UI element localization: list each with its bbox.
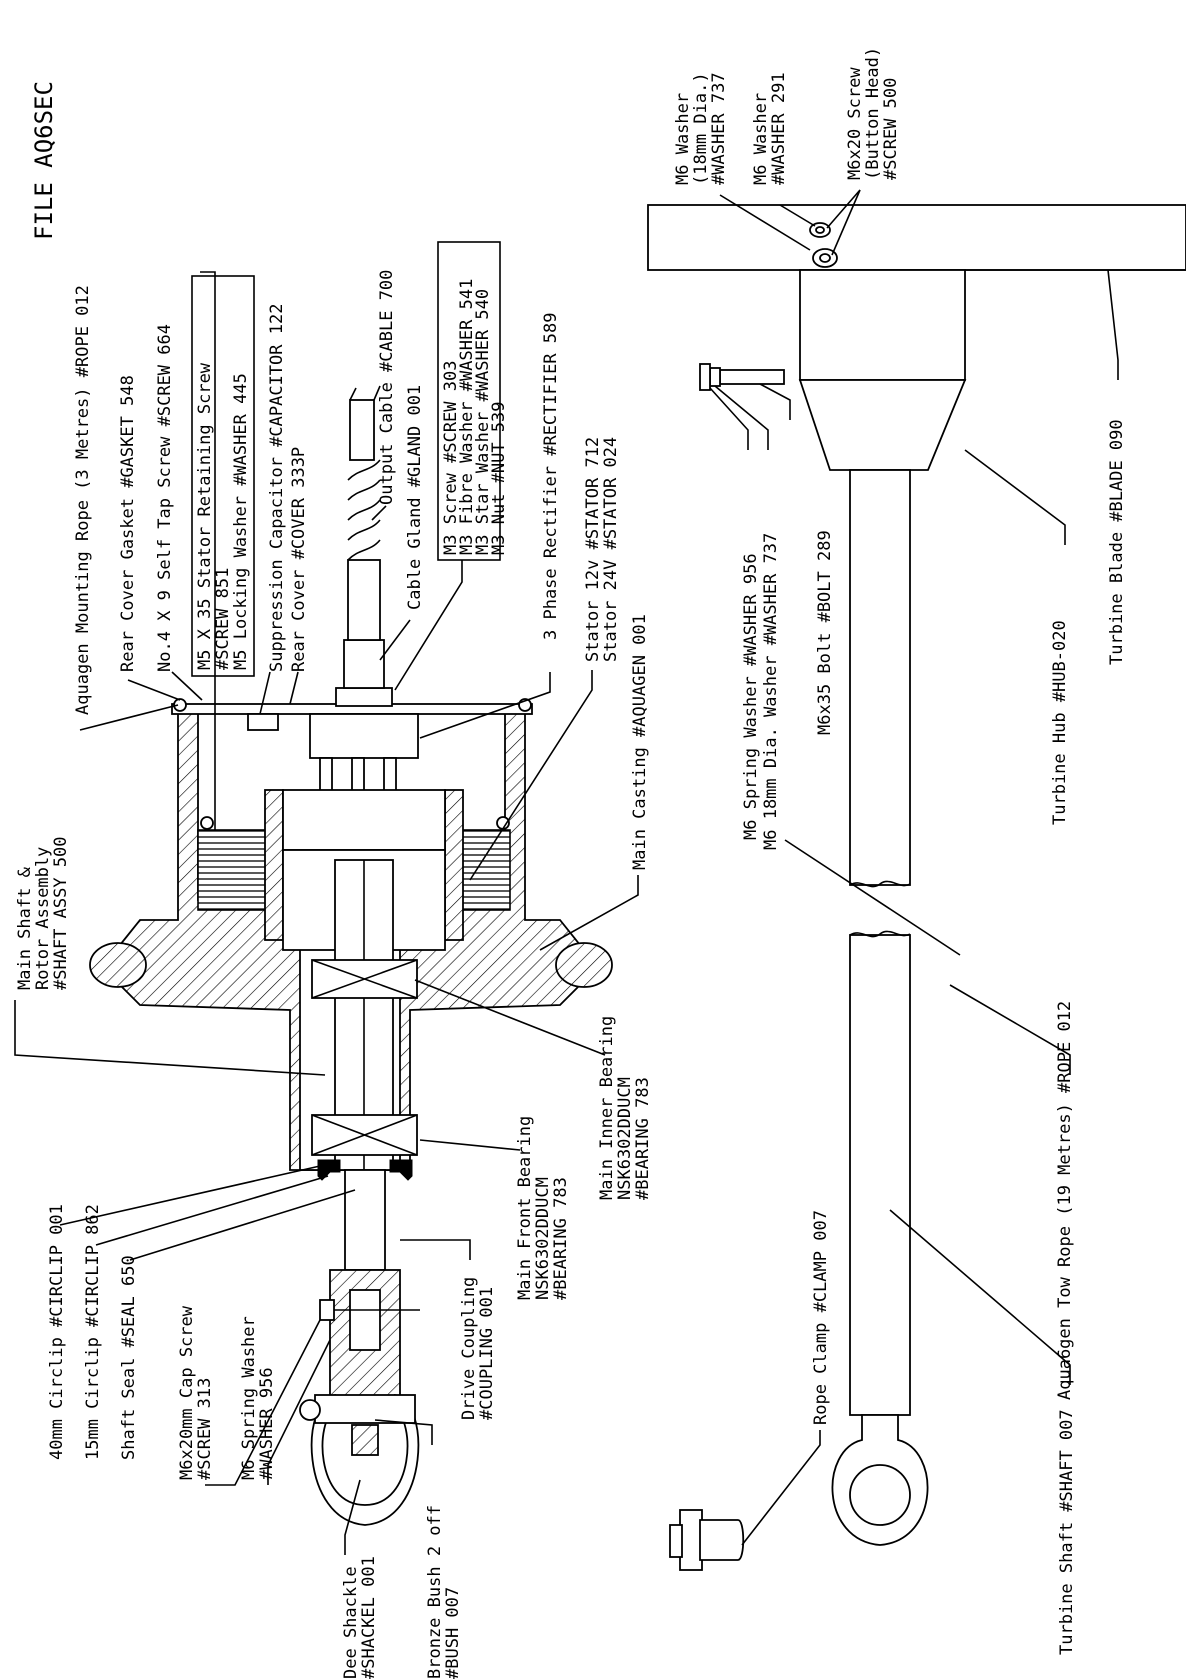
label-main-shaft-1: Main Shaft & bbox=[15, 866, 35, 990]
label-tow-rope: Aqua6gen Tow Rope (19 Metres) #ROPE 012 bbox=[1055, 1001, 1075, 1400]
label-cap-screw-2: #SCREW 313 bbox=[195, 1378, 215, 1480]
generator-cross-section bbox=[89, 385, 613, 1526]
label-drive-coupling-2: #COUPLING 001 bbox=[477, 1287, 497, 1420]
label-shaft-seal: Shaft Seal #SEAL 650 bbox=[119, 1255, 139, 1460]
label-washer-m6-2: #WASHER 291 bbox=[769, 72, 789, 185]
label-main-casting: Main Casting #AQUAGEN 001 bbox=[630, 614, 650, 870]
label-m3-1: M3 Screw #SCREW 303 bbox=[441, 361, 461, 555]
label-stator-2: Stator 24V #STATOR 024 bbox=[601, 437, 621, 662]
turbine-assembly bbox=[647, 204, 1186, 1571]
label-output-cable: Output Cable #CABLE 700 bbox=[377, 270, 397, 505]
label-capacitor-1: Suppression Capacitor #CAPACITOR 122 bbox=[267, 304, 287, 672]
label-spring-washer-right: M6 Spring Washer #WASHER 956 bbox=[741, 553, 761, 840]
leader-lines-left bbox=[14, 271, 639, 1555]
file-label: FILE AQ6SEC bbox=[30, 81, 58, 240]
label-rope-clamp: Rope Clamp #CLAMP 007 bbox=[811, 1210, 831, 1425]
label-stator-1: Stator 12v #STATOR 712 bbox=[583, 437, 603, 662]
label-circlip-40: 40mm Circlip #CIRCLIP 001 bbox=[47, 1204, 67, 1460]
label-m3-3: M3 Star Washer #WASHER 540 bbox=[473, 289, 493, 555]
label-rectifier: 3 Phase Rectifier #RECTIFIER 589 bbox=[541, 312, 561, 640]
label-mounting-rope: Aquagen Mounting Rope (3 Metres) #ROPE 0… bbox=[73, 285, 93, 715]
label-stator-screw-1: M5 X 35 Stator Retaining Screw bbox=[195, 362, 215, 670]
label-circlip-15: 15mm Circlip #CIRCLIP 862 bbox=[83, 1204, 103, 1460]
stator-screw-box bbox=[191, 275, 255, 677]
label-m3-4: M3 Nut #NUT 539 bbox=[489, 401, 509, 555]
label-stator-screw-3: M5 Locking Washer #WASHER 445 bbox=[231, 373, 251, 670]
label-front-bearing-3: #BEARING 783 bbox=[551, 1177, 571, 1300]
label-turbine-shaft: Turbine Shaft #SHAFT 007 bbox=[1057, 1409, 1077, 1655]
label-bolt: M6x35 Bolt #BOLT 289 bbox=[815, 530, 835, 735]
label-button-screw-2: (Button Head) bbox=[863, 47, 883, 180]
label-drive-coupling-1: Drive Coupling bbox=[459, 1277, 479, 1420]
label-bronze-bush-2: #BUSH 007 bbox=[443, 1587, 463, 1679]
label-button-screw-1: M6x20 Screw bbox=[845, 67, 865, 180]
label-front-bearing-1: Main Front Bearing bbox=[515, 1116, 535, 1300]
label-washer-18-right: M6 18mm Dia. Washer #WASHER 737 bbox=[761, 533, 781, 850]
label-cap-screw-1: M6x20mm Cap Screw bbox=[177, 1305, 197, 1480]
label-stator-screw-2: #SCREW 851 bbox=[213, 568, 233, 670]
m3-parts-box bbox=[437, 241, 501, 561]
label-inner-bearing-1: Main Inner Bearing bbox=[597, 1016, 617, 1200]
label-m3-2: M3 Fibre Washer #WASHER 541 bbox=[457, 279, 477, 555]
label-washer-m6-1: M6 Washer bbox=[751, 93, 771, 185]
part-labels: Main Shaft & Rotor Assembly #SHAFT ASSY … bbox=[15, 47, 1127, 1679]
label-gasket: Rear Cover Gasket #GASKET 548 bbox=[118, 375, 138, 672]
label-main-shaft-2: Rotor Assembly bbox=[33, 847, 53, 990]
label-turbine-blade: Turbine Blade #BLADE 090 bbox=[1107, 419, 1127, 665]
label-button-screw-3: #SCREW 500 bbox=[881, 78, 901, 180]
label-bronze-bush-1: Bronze Bush 2 off bbox=[425, 1505, 445, 1679]
label-turbine-hub: Turbine Hub #HUB-020 bbox=[1050, 620, 1070, 825]
label-capacitor-2: Rear Cover #COVER 333P bbox=[289, 447, 309, 672]
leader-lines-right bbox=[709, 189, 1119, 1546]
label-self-tap: No.4 X 9 Self Tap Screw #SCREW 664 bbox=[155, 324, 175, 672]
label-spring-washer-left-1: M6 Spring Washer bbox=[239, 1316, 259, 1480]
label-spring-washer-left-2: #WASHER 956 bbox=[257, 1367, 277, 1480]
label-washer-18-2: (18mm Dia.) bbox=[691, 72, 711, 185]
label-dee-shackle-2: #SHACKEL 001 bbox=[359, 1556, 379, 1679]
label-main-shaft-3: #SHAFT ASSY 500 bbox=[51, 836, 71, 990]
label-washer-18-1: M6 Washer bbox=[673, 93, 693, 185]
label-inner-bearing-3: #BEARING 783 bbox=[633, 1077, 653, 1200]
label-cable-gland: Cable Gland #GLAND 001 bbox=[405, 385, 425, 610]
label-dee-shackle-1: Dee Shackle bbox=[341, 1566, 361, 1679]
label-inner-bearing-2: NSK6302DDUCM bbox=[615, 1077, 635, 1200]
label-front-bearing-2: NSK6302DDUCM bbox=[533, 1177, 553, 1300]
label-washer-18-3: #WASHER 737 bbox=[709, 72, 729, 185]
